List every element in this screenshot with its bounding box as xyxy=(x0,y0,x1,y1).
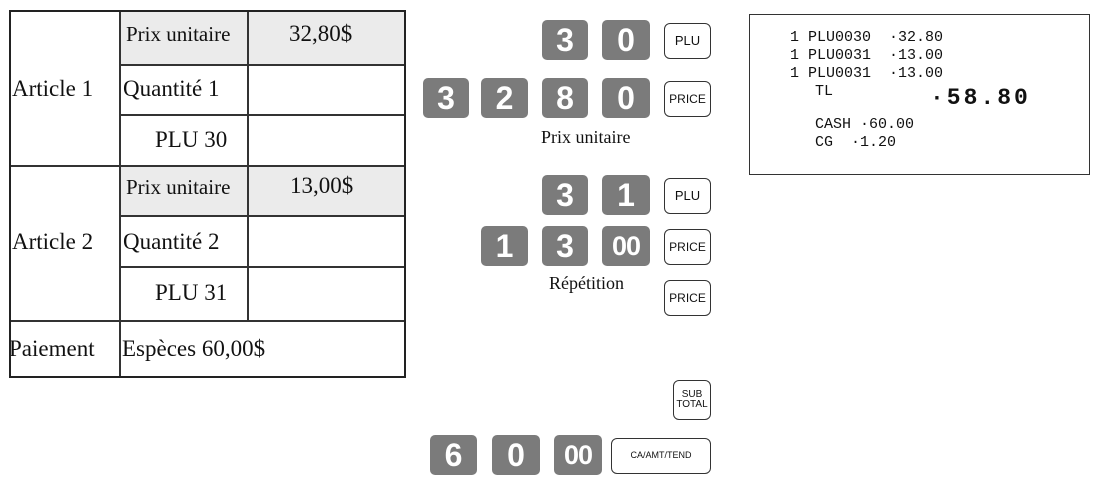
price-key[interactable]: PRICE xyxy=(664,280,711,316)
payment-label: Paiement xyxy=(9,336,95,361)
article2-unit-price-value-bg xyxy=(247,165,406,215)
grid-line xyxy=(9,165,406,167)
plu-key[interactable]: PLU xyxy=(664,178,711,214)
receipt: 1 PLU0030 ·32.80 1 PLU0031 ·13.00 1 PLU0… xyxy=(749,14,1090,175)
receipt-total-value: ·58.80 xyxy=(930,85,1031,111)
price-key[interactable]: PRICE xyxy=(664,81,711,117)
plu-key[interactable]: PLU xyxy=(664,23,711,59)
grid-line xyxy=(9,320,406,322)
article1-unit-price-value-bg xyxy=(247,10,406,65)
grid-line xyxy=(119,266,406,268)
grid-line xyxy=(119,64,406,66)
article1-plu: PLU 30 xyxy=(155,127,228,152)
receipt-change: CG ·1.20 xyxy=(815,134,897,151)
payment-value: Espèces 60,00$ xyxy=(122,336,266,361)
digit-key-2[interactable]: 2 xyxy=(481,78,528,118)
article1-unit-price-label-bg xyxy=(120,10,247,65)
subtotal-key-line2: TOTAL xyxy=(676,399,708,410)
digit-key-3[interactable]: 3 xyxy=(423,78,469,118)
digit-key-0[interactable]: 0 xyxy=(492,435,540,475)
caption-unit-price: Prix unitaire xyxy=(541,127,631,147)
article2-unit-price-value: 13,00$ xyxy=(290,173,354,198)
receipt-line: 1 PLU0030 ·32.80 xyxy=(790,29,944,46)
article1-unit-price-value: 32,80$ xyxy=(289,21,353,46)
article2-label: Article 2 xyxy=(12,229,94,254)
grid-line xyxy=(119,114,406,116)
digit-key-3[interactable]: 3 xyxy=(542,175,588,215)
digit-key-1[interactable]: 1 xyxy=(481,226,528,266)
article2-unit-price-label: Prix unitaire xyxy=(126,175,231,199)
caption-repeat: Répétition xyxy=(549,273,624,293)
digit-key-0[interactable]: 0 xyxy=(602,78,650,118)
article1-label: Article 1 xyxy=(12,76,94,101)
double-zero-key[interactable]: 00 xyxy=(602,226,650,266)
article2-plu: PLU 31 xyxy=(155,280,228,305)
receipt-line: 1 PLU0031 ·13.00 xyxy=(790,65,944,82)
receipt-total-label: TL xyxy=(815,83,834,100)
subtotal-key[interactable]: SUB TOTAL xyxy=(673,380,711,420)
digit-key-3[interactable]: 3 xyxy=(542,20,588,60)
price-key[interactable]: PRICE xyxy=(664,229,711,265)
article1-unit-price-label: Prix unitaire xyxy=(126,22,231,46)
receipt-line: 1 PLU0031 ·13.00 xyxy=(790,47,944,64)
article2-unit-price-label-bg xyxy=(120,165,247,215)
digit-key-3[interactable]: 3 xyxy=(542,226,588,266)
instruction-table: Article 1 Prix unitaire 32,80$ Quantité … xyxy=(9,10,406,378)
grid-line xyxy=(119,215,406,217)
receipt-cash: CASH ·60.00 xyxy=(815,116,915,133)
double-zero-key[interactable]: 00 xyxy=(554,435,602,475)
digit-key-0[interactable]: 0 xyxy=(602,20,650,60)
digit-key-8[interactable]: 8 xyxy=(542,78,588,118)
grid-line xyxy=(119,10,121,378)
article2-quantity: Quantité 2 xyxy=(123,229,220,254)
article1-quantity: Quantité 1 xyxy=(123,76,220,101)
digit-key-6[interactable]: 6 xyxy=(430,435,477,475)
table-frame xyxy=(9,10,406,378)
digit-key-1[interactable]: 1 xyxy=(602,175,650,215)
cash-amount-tend-key[interactable]: CA/AMT/TEND xyxy=(611,438,711,474)
subtotal-key-line1: SUB xyxy=(681,388,703,400)
